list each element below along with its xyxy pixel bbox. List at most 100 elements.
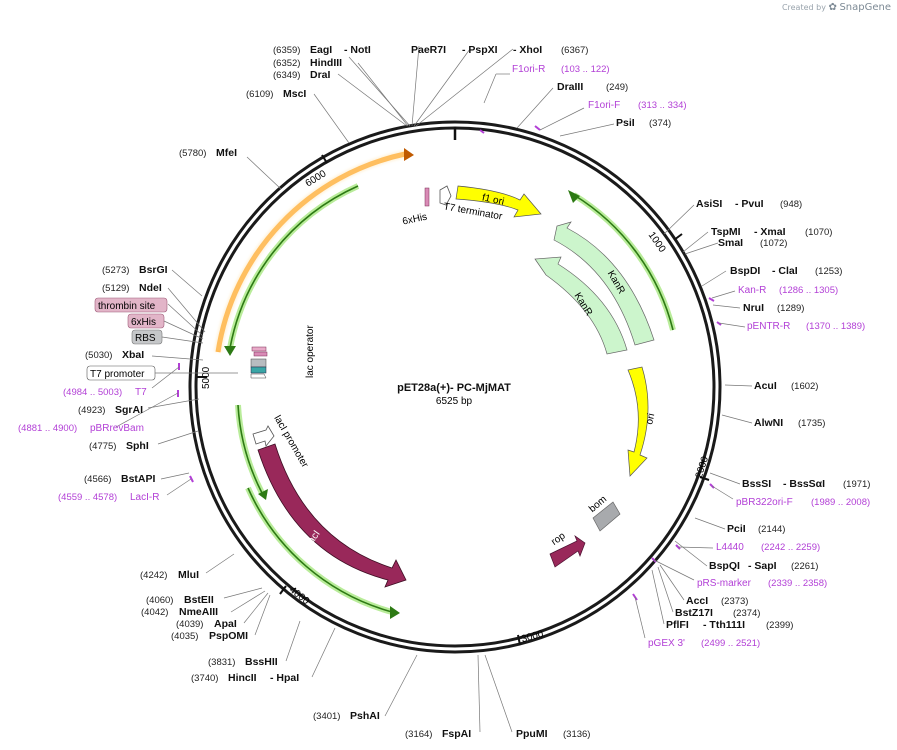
site-pos-pflfi: (2399) — [766, 620, 793, 631]
site-name-xhoi: - XhoI — [513, 44, 542, 56]
green-feature-arc-laci-b-core — [247, 487, 393, 613]
site-pos-fspai: (3164) — [405, 729, 432, 740]
site-bsshii: (3831) BssHII — [208, 656, 278, 668]
snapgene-brand: SnapGene — [839, 2, 891, 13]
lac-operator-label: lac operator — [305, 325, 316, 378]
tick-label-5000: 5000 — [201, 366, 212, 389]
site-pos-msci: (6109) — [246, 89, 273, 100]
site-pos-nrui: (1289) — [777, 303, 804, 314]
site-name-bssalphai: - BssSαI — [783, 478, 825, 490]
site-pos-pcii: (2144) — [758, 524, 785, 535]
site-pos-nmeaiii: (4042) — [141, 607, 168, 618]
site-pos-ndei: (5129) — [102, 283, 129, 294]
site-name-xbai: XbaI — [122, 349, 144, 361]
tick-4000: 4000 — [279, 585, 312, 608]
primer-pbr322ori-f: pBR322ori-F (1989 .. 2008) — [736, 497, 870, 508]
thrombin-site-mark — [251, 346, 267, 352]
site-smai: SmaI (1072) — [718, 237, 787, 249]
lac-operator-mark — [250, 366, 267, 374]
green-feature-arc-left-core — [229, 185, 359, 349]
site-name-ndei: NdeI — [139, 282, 162, 294]
primer-range-pbr322ori-f: (1989 .. 2008) — [811, 497, 870, 508]
site-pos-bstz17i: (2374) — [733, 608, 760, 619]
primer-name-f1ori-f: F1ori-F — [588, 100, 620, 111]
primer-name-laci-r: LacI-R — [130, 492, 159, 503]
site-name-noti: - NotI — [344, 44, 371, 56]
site-pos-drai: (6349) — [273, 70, 300, 81]
site-pos-tspmi: (1070) — [805, 227, 832, 238]
site-name-draiii: DraIII — [557, 81, 583, 93]
site-bspdi-clai: BspDI - ClaI (1253) — [730, 265, 842, 277]
green-arrowhead-laci-b — [390, 606, 400, 619]
site-name-pcii: PciI — [727, 523, 746, 535]
site-eagi-noti: (6359) EagI - NotI — [273, 44, 371, 56]
site-name-msci: MscI — [283, 88, 306, 100]
primer-f1ori-f: F1ori-F (313 .. 334) — [588, 100, 687, 111]
primer-pbrrevbam: (4881 .. 4900) pBRrevBam — [18, 423, 144, 434]
primer-range-laci-r: (4559 .. 4578) — [58, 492, 117, 503]
site-name-sapi: - SapI — [748, 560, 777, 572]
primer-kan-r: Kan-R (1286 .. 1305) — [738, 285, 838, 296]
site-name-bspqi: BspQI — [709, 560, 740, 572]
site-pos-draiii: (249) — [606, 82, 628, 93]
site-name-xmai: - XmaI — [754, 226, 786, 238]
ori-label: ori — [644, 412, 657, 425]
site-name-paer7i: PaeR7I — [411, 44, 446, 56]
site-bstz17i: BstZ17I (2374) — [675, 607, 760, 619]
site-ndei: (5129) NdeI — [102, 282, 162, 294]
site-tspmi-xmai: TspMI - XmaI (1070) — [711, 226, 832, 238]
rop-feature — [549, 535, 586, 568]
site-name-pshai: PshAI — [350, 710, 380, 722]
site-name-fspai: FspAI — [442, 728, 471, 740]
ori-arrow — [627, 366, 649, 477]
snapgene-logo-icon: ✿ — [828, 2, 837, 13]
primer-f1ori-r: F1ori-R (103 .. 122) — [512, 64, 610, 75]
site-name-nmeaiii: NmeAIII — [179, 606, 218, 618]
site-pos-pshai: (3401) — [313, 711, 340, 722]
his6-box: 6xHis — [127, 313, 165, 329]
site-name-acui: AcuI — [754, 380, 777, 392]
site-pos-bstapi: (4566) — [84, 474, 111, 485]
orange-arrowhead — [404, 148, 414, 161]
site-name-mfei: MfeI — [216, 147, 237, 159]
primer-range-f1ori-r: (103 .. 122) — [561, 64, 610, 75]
primer-t7: (4984 .. 5003) T7 — [63, 387, 147, 398]
site-pos-hincii: (3740) — [191, 673, 218, 684]
his-tag-label-top: 6xHis — [401, 212, 428, 228]
site-name-asisi: AsiSI — [696, 198, 722, 210]
green-arrowhead-left — [224, 346, 236, 356]
primer-l4440: L4440 (2242 .. 2259) — [716, 542, 820, 553]
site-sgrai: (4923) SgrAI — [78, 404, 143, 416]
site-pos-bspdi: (1253) — [815, 266, 842, 277]
site-pshai: (3401) PshAI — [313, 710, 380, 722]
green-feature-arc-laci-a — [235, 404, 265, 495]
green-feature-arc-laci-a-core — [237, 404, 263, 494]
site-pos-smai: (1072) — [760, 238, 787, 249]
site-pos-bsrgi: (5273) — [102, 265, 129, 276]
site-pos-asisi: (948) — [780, 199, 802, 210]
site-pflfi-tth111i: PflFI - Tth111I (2399) — [666, 619, 793, 631]
leader-lines — [115, 45, 753, 733]
site-name-alwni: AlwNI — [754, 417, 783, 429]
site-name-bstz17i: BstZ17I — [675, 607, 713, 619]
site-psii: PsiI (374) — [616, 117, 671, 129]
created-by-text: Created by — [781, 3, 826, 12]
laci-promoter-arrow — [252, 425, 275, 447]
site-sphi: (4775) SphI — [89, 440, 149, 452]
rbs-mark — [250, 358, 267, 368]
t7-promoter-box-text: T7 promoter — [90, 369, 145, 380]
site-name-bspdi: BspDI — [730, 265, 760, 277]
site-name-drai: DraI — [310, 69, 331, 81]
site-pos-acci: (2373) — [721, 596, 748, 607]
tick-3000: 3000 — [517, 629, 545, 646]
tick-label-4000: 4000 — [287, 585, 312, 608]
site-msci: (6109) MscI — [246, 88, 306, 100]
primer-name-f1ori-r: F1ori-R — [512, 64, 545, 75]
primer-laci-r: (4559 .. 4578) LacI-R — [58, 492, 159, 503]
site-pos-hindiii: (6352) — [273, 58, 300, 69]
rbs-box: RBS — [131, 329, 163, 345]
site-name-mlui: MluI — [178, 569, 199, 581]
site-name-hindiii: HindIII — [310, 57, 342, 69]
site-bsrgi: (5273) BsrGI — [102, 264, 168, 276]
orange-feature-arc-glow — [214, 150, 406, 353]
